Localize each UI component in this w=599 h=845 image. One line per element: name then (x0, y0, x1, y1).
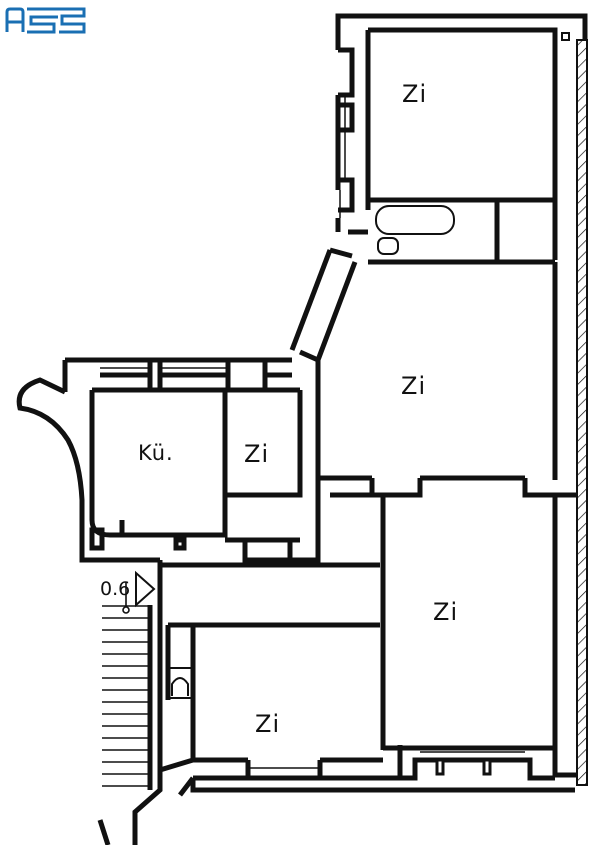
entrance-arrow-icon (135, 570, 156, 608)
bathtub-icon (375, 205, 455, 255)
stair-marker-label: 0.6 (100, 578, 131, 600)
exterior-party-wall (576, 39, 588, 786)
window-jambs (435, 758, 492, 776)
room-label-top-right: Zi (402, 80, 428, 108)
vent-marker-icon (561, 32, 570, 41)
toilet-icon (167, 667, 193, 699)
company-logo-icon (5, 7, 86, 34)
walls (16, 13, 588, 845)
staircase (102, 582, 150, 787)
room-label-kitchen: Kü. (138, 441, 174, 465)
room-label-lower-left: Zi (255, 710, 281, 738)
room-label-lower-right: Zi (433, 598, 459, 626)
room-label-middle-right: Zi (401, 372, 427, 400)
window-lines (100, 95, 525, 769)
room-label-small-center: Zi (244, 440, 270, 468)
